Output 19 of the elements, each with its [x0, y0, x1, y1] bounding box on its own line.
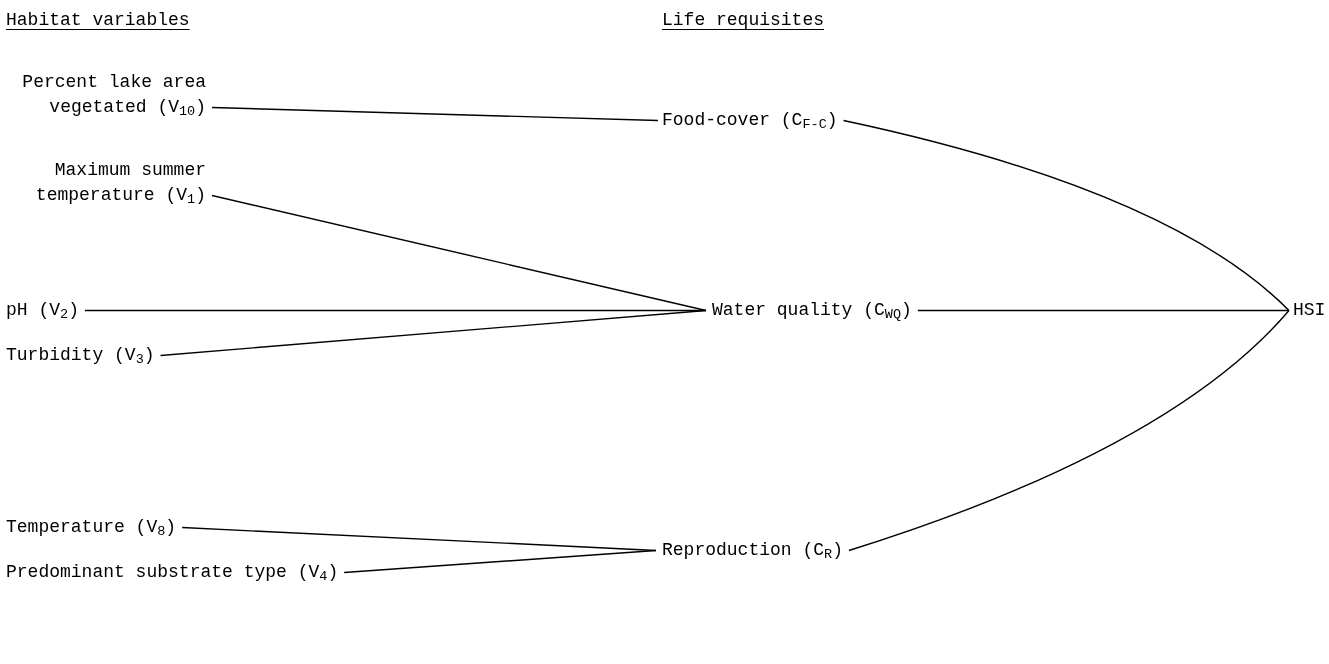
column-heading: Habitat variables: [6, 9, 190, 32]
connector-line: [917, 309, 1290, 312]
node-label: Food-cover (C$_{F-C}$): [662, 109, 838, 133]
connector-line: [343, 549, 657, 574]
connector-line: [211, 194, 707, 312]
node-label: Reproduction (C$_{R}$): [662, 539, 843, 563]
node-label: Temperature (V$_{8}$): [6, 516, 177, 540]
connector-line: [211, 106, 659, 122]
node-label: pH (V$_{2}$): [6, 299, 79, 323]
node-label: HSI: [1293, 299, 1326, 322]
connector-line: [842, 119, 1290, 312]
column-heading: Life requisites: [662, 9, 825, 32]
node-label: Maximum summer temperature (V$_{1}$): [34, 159, 206, 208]
node-label: Turbidity (V$_{3}$): [6, 344, 155, 368]
connector-line: [848, 309, 1290, 552]
node-label: Percent lake area vegetated (V$_{10}$): [21, 71, 206, 120]
node-label: Predominant substrate type (V$_{4}$): [6, 561, 339, 585]
node-label: Water quality (C$_{WQ}$): [712, 299, 912, 323]
connector-line: [159, 309, 707, 357]
